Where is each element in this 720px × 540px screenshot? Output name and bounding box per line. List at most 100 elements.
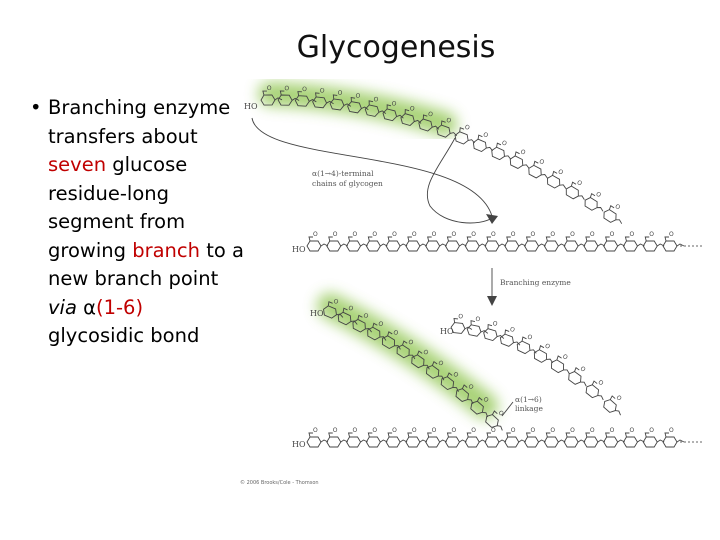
ring-oxygen-atom: O [610, 427, 615, 434]
ring-oxygen-atom: O [550, 427, 555, 434]
ring-oxygen-atom: O [531, 231, 536, 238]
glucose-ring: O [543, 231, 566, 252]
glucose-ring: O [484, 231, 507, 252]
ring-oxygen-atom: O [412, 427, 417, 434]
glucose-ring: O [584, 191, 604, 212]
ring-oxygen-atom: O [561, 353, 569, 362]
ring-oxygen-atom: O [284, 85, 289, 92]
label-linkage-2: linkage [515, 404, 543, 413]
ring-oxygen-atom: O [458, 313, 464, 321]
slide-title: Glycogenesis [296, 30, 496, 65]
ring-oxygen-atom: O [590, 231, 595, 238]
glucose-ring: O [662, 231, 685, 252]
glucose-ring: O [603, 394, 623, 416]
ring-oxygen-atom: O [347, 305, 355, 313]
ring-oxygen-atom: O [452, 371, 460, 380]
ring-oxygen-atom: O [590, 427, 595, 434]
ring-oxygen-atom: O [669, 427, 674, 434]
ring-oxygen-atom: O [392, 231, 397, 238]
glucose-ring: O [603, 427, 625, 448]
highlight-top-segment [258, 82, 457, 136]
glucose-ring: O [516, 333, 537, 355]
glucose-ring: O [642, 427, 665, 448]
ho-label-lower-branch: HO [440, 327, 454, 336]
ring-oxygen-atom: O [412, 231, 417, 238]
glucose-ring: O [346, 427, 368, 448]
glucose-ring: O [405, 427, 428, 448]
glucose-ring: O [382, 100, 404, 122]
ring-oxygen-atom: O [372, 427, 377, 434]
ring-oxygen-atom: O [445, 117, 452, 125]
bullet-text-run: α [76, 295, 96, 319]
ring-oxygen-atom: O [610, 231, 615, 238]
ring-oxygen-atom: O [451, 427, 456, 434]
glucose-ring: O [622, 231, 645, 252]
glucose-ring: O [436, 117, 458, 138]
glucose-ring: O [464, 231, 487, 252]
ring-oxygen-atom: O [491, 427, 496, 434]
glucose-ring: O [583, 427, 606, 448]
ring-oxygen-atom: O [451, 231, 456, 238]
ring-oxygen-atom: O [576, 179, 584, 188]
glucose-ring: O [444, 427, 467, 448]
ring-oxygen-atom: O [471, 231, 476, 238]
ring-oxygen-atom: O [615, 394, 623, 403]
ring-oxygen-atom: O [422, 348, 430, 357]
ring-oxygen-atom: O [482, 396, 490, 405]
ring-oxygen-atom: O [669, 231, 674, 238]
bullet-marker: • [30, 96, 42, 119]
ring-oxygen-atom: O [267, 85, 272, 92]
glucose-ring: O [444, 231, 467, 252]
ring-oxygen-atom: O [332, 298, 339, 306]
glucose-ring: O [312, 87, 334, 109]
glucose-ring: O [603, 203, 623, 224]
ring-oxygen-atom: O [391, 100, 398, 108]
ring-oxygen-atom: O [475, 316, 481, 324]
ring-oxygen-atom: O [597, 379, 605, 388]
glucose-ring: O [472, 131, 494, 153]
glucose-ring: O [583, 231, 606, 252]
glucose-ring: O [381, 329, 401, 350]
glucose-ring: O [524, 231, 546, 252]
ring-oxygen-atom: O [437, 359, 445, 368]
glucose-ring: O [565, 179, 585, 200]
glucose-ring: O [585, 379, 605, 401]
glucose-ring: O [352, 312, 372, 333]
glucose-ring: O [470, 396, 490, 418]
glucose-ring: O [563, 427, 586, 448]
glucose-ring: O [450, 313, 473, 334]
ho-label-new-branch: HO [310, 309, 324, 318]
glucose-ring: O [277, 85, 300, 106]
glucose-ring: O [509, 148, 530, 169]
ring-oxygen-atom: O [355, 92, 361, 100]
ring-oxygen-atom: O [482, 131, 489, 139]
glucose-ring: O [329, 89, 352, 111]
ring-oxygen-atom: O [432, 427, 437, 434]
ring-oxygen-atom: O [570, 231, 575, 238]
bullet-text-run: to a new branch point [48, 238, 244, 291]
ring-oxygen-atom: O [471, 427, 476, 434]
glucose-ring: O [547, 168, 567, 189]
glucose-ring: O [504, 427, 526, 448]
bullet-point: • Branching enzyme transfers about seven… [30, 94, 245, 351]
label-terminal-chains-1: α(1→4)-terminal [312, 169, 374, 178]
glucose-ring: O [346, 231, 368, 252]
glucose-ring: O [491, 139, 512, 161]
bullet-text-run: glucose residue-long segment from growin… [48, 153, 188, 262]
glucose-ring: O [563, 231, 586, 252]
enzyme-arrow-head [487, 296, 497, 306]
ring-oxygen-atom: O [497, 409, 505, 418]
ring-oxygen-atom: O [302, 86, 307, 93]
glucose-ring: O [524, 427, 546, 448]
ho-label-top: HO [244, 102, 258, 111]
glucose-ring: O [464, 427, 487, 448]
ring-oxygen-atom: O [407, 338, 415, 347]
glucose-ring: O [367, 320, 387, 341]
glucose-ring: O [528, 158, 548, 179]
bullet-text-run: glycosidic bond [48, 324, 200, 347]
